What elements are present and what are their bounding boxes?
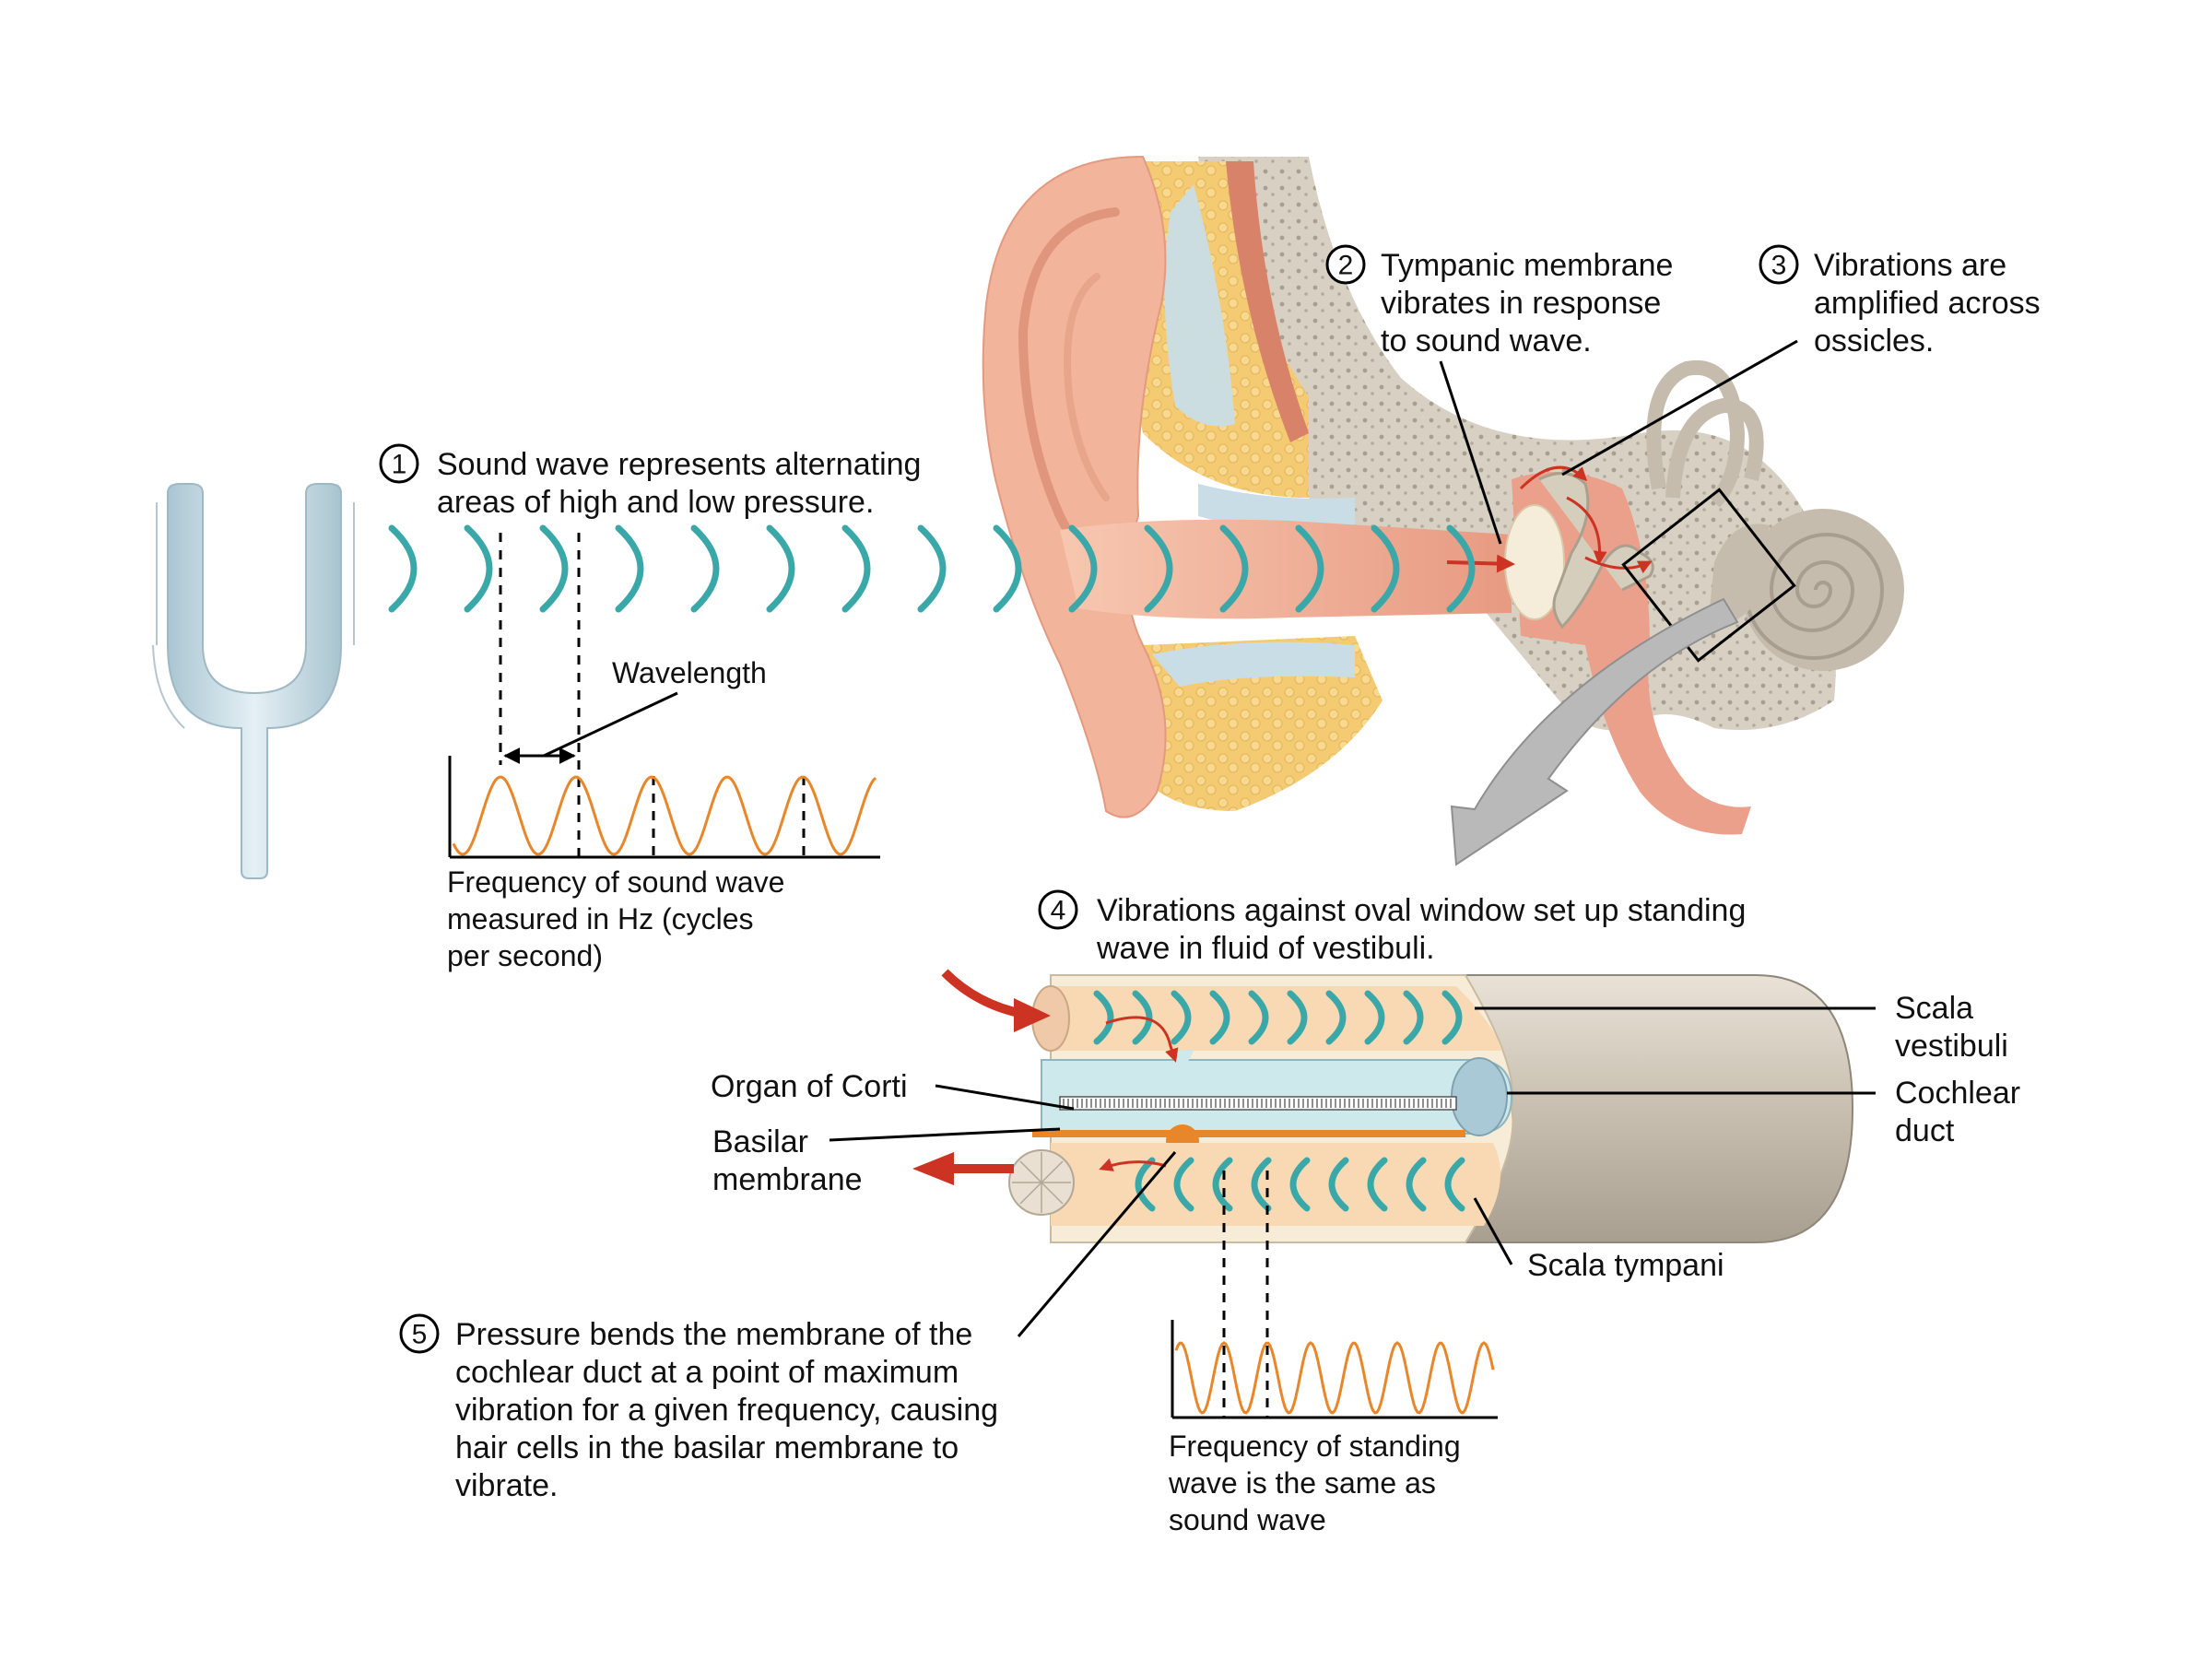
organ-of-corti-label: Organ of Corti	[711, 1069, 908, 1104]
svg-text:2: 2	[1338, 251, 1354, 281]
svg-text:Pressure bends the membrane of: Pressure bends the membrane of the cochl…	[455, 1317, 1007, 1503]
vestibuli-wave-arc	[1364, 990, 1385, 1045]
step-5-callout: 5 Pressure bends the membrane of the coc…	[399, 1151, 1177, 1503]
vestibuli-wave-arc	[1093, 990, 1114, 1045]
sound-wave-arc	[539, 524, 569, 613]
tympani-wave-arc	[1406, 1157, 1427, 1212]
svg-text:Vibrations against oval window: Vibrations against oval window set up st…	[1096, 893, 1755, 966]
tympani-wave-arc	[1135, 1157, 1156, 1212]
scala-tympani	[1008, 1143, 1500, 1226]
zoom-arrow-icon	[1450, 597, 1739, 866]
uncoiled-cochlea	[912, 969, 1854, 1243]
scala-vestibuli-label: Scala vestibuli	[1895, 991, 2008, 1064]
sound-wave-arc	[1371, 524, 1400, 613]
tuning-fork-icon	[152, 483, 355, 879]
tympani-wave-arc	[1444, 1157, 1465, 1212]
tympani-wave-arc	[1289, 1157, 1311, 1212]
tympani-wave-arc	[1328, 1157, 1349, 1212]
sound-wave-arc	[766, 524, 795, 613]
vestibuli-wave-arc	[1248, 990, 1269, 1045]
basilar-membrane-leader	[829, 1127, 1061, 1142]
wavelength-label: Wavelength	[612, 656, 767, 689]
sound-wave-arc	[1144, 524, 1173, 613]
sound-wave-arc	[993, 524, 1022, 613]
sound-wave-arc	[388, 524, 418, 613]
scala-tympani-label: Scala tympani	[1527, 1248, 1724, 1283]
vestibuli-wave-arc	[1325, 990, 1347, 1045]
svg-text:Sound wave represents alternat: Sound wave represents alternating areas …	[437, 447, 930, 520]
svg-text:5: 5	[412, 1320, 428, 1350]
vestibuli-wave-arc	[1287, 990, 1308, 1045]
sound-wave-arc	[1219, 524, 1249, 613]
step-3-callout: 3 Vibrations are amplified across ossicl…	[1561, 244, 2049, 477]
ear-anatomy-illustration	[982, 155, 1904, 835]
cochlea-highlight-box	[1621, 488, 1796, 663]
sound-wave-arcs	[388, 524, 1476, 613]
vestibuli-wave-arc	[1132, 990, 1153, 1045]
scala-tympani-leader	[1473, 1197, 1513, 1265]
svg-text:4: 4	[1051, 896, 1066, 926]
sound-wave-arc	[1295, 524, 1324, 613]
svg-text:3: 3	[1771, 251, 1787, 281]
organ-of-corti-leader	[935, 1084, 1075, 1111]
step-2-callout: 2 Tympanic membrane vibrates in response…	[1325, 244, 1682, 545]
basilar-membrane-label: Basilar membrane	[712, 1124, 863, 1197]
sound-wave-arc	[690, 524, 720, 613]
svg-text:Vibrations are amplified: Vibrations are amplified across ossicles…	[1814, 248, 2049, 359]
ossicles	[1538, 472, 1654, 629]
cochlear-duct-label: Cochlear duct	[1895, 1076, 2030, 1148]
sound-wave-arc	[917, 524, 947, 613]
svg-text:1: 1	[392, 450, 407, 480]
tympani-wave-arc	[1367, 1157, 1388, 1212]
step-1-callout: 1 Sound wave represents alternating area…	[379, 443, 930, 520]
tympani-wave-arc	[1173, 1157, 1194, 1212]
vestibuli-wave-arc	[1209, 990, 1230, 1045]
vestibuli-wave-arc	[1171, 990, 1192, 1045]
frequency-standing-label: Frequency of standing wave is the same a…	[1168, 1430, 1469, 1536]
scala-vestibuli	[1031, 985, 1502, 1052]
sound-wave-arc	[841, 524, 871, 613]
basilar-membrane	[1032, 1130, 1465, 1137]
step-4-callout: 4 Vibrations against oval window set up …	[1038, 889, 1755, 966]
sound-wave-arc	[464, 524, 493, 613]
svg-text:Tympanic membrane vibrat: Tympanic membrane vibrates in response t…	[1381, 248, 1682, 359]
cochlear-duct	[1041, 1051, 1513, 1136]
sound-wave-arc	[615, 524, 644, 613]
cochlea	[1710, 509, 1904, 671]
standing-frequency-plot	[1171, 1320, 1498, 1419]
sound-wave-arc	[1446, 524, 1476, 613]
vestibuli-wave-arc	[1403, 990, 1424, 1045]
semicircular-canals	[1646, 359, 1764, 508]
sound-wave-arc	[1068, 524, 1098, 613]
tympani-wave-arc	[1251, 1157, 1272, 1212]
sound-frequency-plot	[448, 756, 880, 859]
vestibuli-wave-arc	[1441, 990, 1463, 1045]
frequency-sound-label: Frequency of sound wave measured in Hz (…	[447, 865, 793, 972]
wavelength-leader	[543, 691, 678, 758]
tympani-wave-arc	[1212, 1157, 1233, 1212]
